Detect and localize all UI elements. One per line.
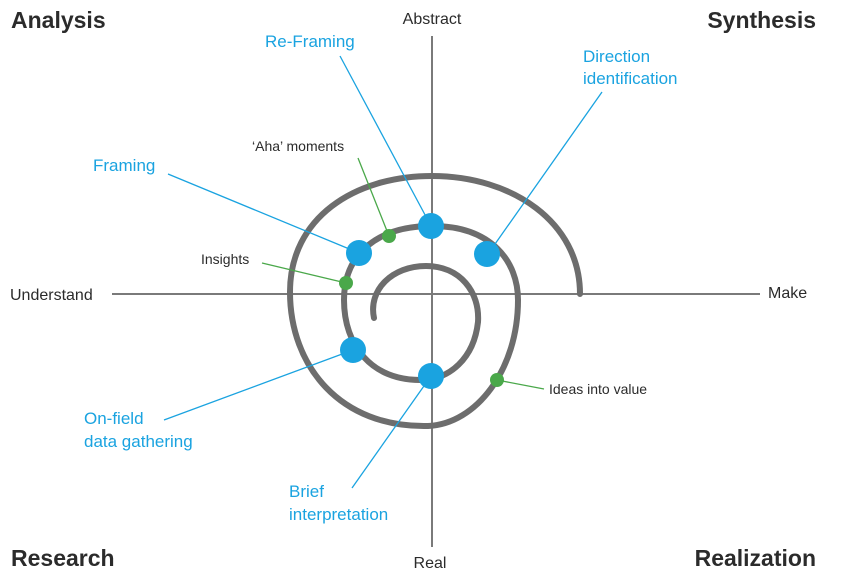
axis-label-make: Make bbox=[768, 285, 807, 302]
brief-node bbox=[418, 363, 444, 389]
label-aha-moments: ‘Aha’ moments bbox=[252, 138, 344, 154]
ideas-connector bbox=[496, 379, 545, 390]
quadrant-realization: Realization bbox=[695, 545, 816, 571]
label-brief-line2: interpretation bbox=[289, 505, 388, 524]
aha-node bbox=[382, 229, 396, 243]
label-onfield-line1: On-field bbox=[84, 409, 144, 428]
label-direction-line1: Direction bbox=[583, 47, 650, 66]
reframing-connector bbox=[339, 55, 432, 227]
axis-label-abstract: Abstract bbox=[403, 11, 462, 28]
axis-label-understand: Understand bbox=[10, 287, 93, 304]
onfield-connector bbox=[163, 349, 354, 421]
onfield-node bbox=[340, 337, 366, 363]
label-brief-line1: Brief bbox=[289, 482, 324, 501]
brief-connector bbox=[351, 375, 432, 489]
label-onfield-line2: data gathering bbox=[84, 432, 193, 451]
spiral-path bbox=[286, 172, 583, 430]
quadrant-analysis: Analysis bbox=[11, 7, 106, 33]
framing-connector bbox=[167, 173, 360, 254]
label-framing: Framing bbox=[93, 156, 155, 175]
quadrant-research: Research bbox=[11, 545, 115, 571]
insights-connector bbox=[261, 262, 347, 284]
direction-connector bbox=[487, 91, 603, 255]
label-direction-line2: identification bbox=[583, 69, 678, 88]
insights-node bbox=[339, 276, 353, 290]
axis-label-real: Real bbox=[414, 555, 447, 572]
label-insights: Insights bbox=[201, 251, 249, 267]
label-ideas-into-value: Ideas into value bbox=[549, 381, 647, 397]
aha-connector bbox=[357, 157, 390, 237]
framing-node bbox=[346, 240, 372, 266]
ideas-node bbox=[490, 373, 504, 387]
label-reframing: Re-Framing bbox=[265, 32, 355, 51]
quadrant-synthesis: Synthesis bbox=[707, 7, 816, 33]
direction-node bbox=[474, 241, 500, 267]
reframing-node bbox=[418, 213, 444, 239]
